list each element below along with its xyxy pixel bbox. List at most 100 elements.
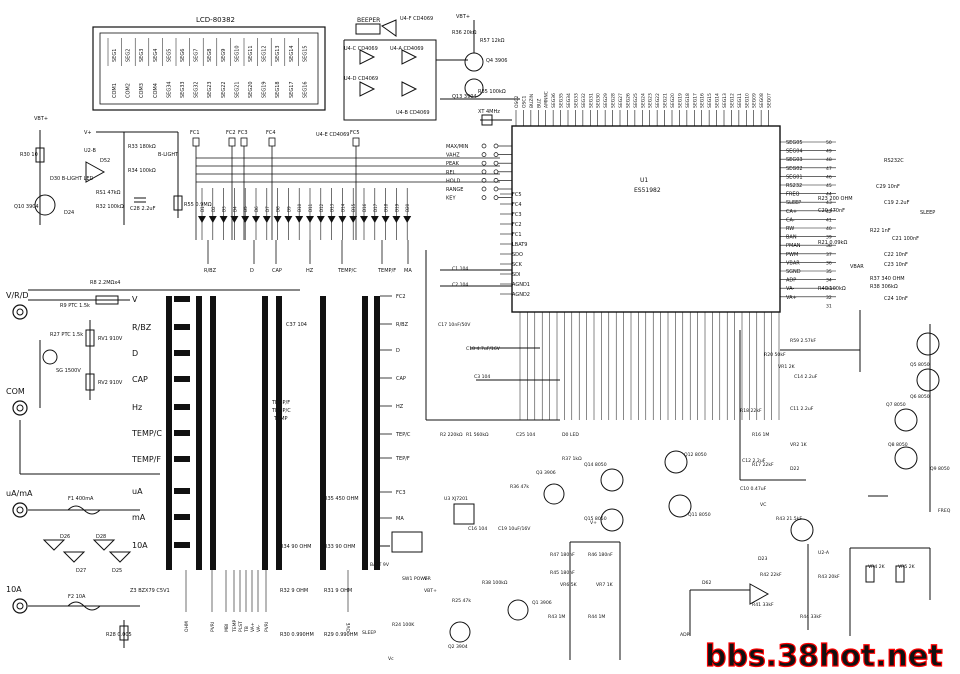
jack-connector-inner bbox=[16, 602, 24, 610]
function-label: TEMP/F bbox=[377, 268, 396, 274]
part-label: R21 0.09kΩ bbox=[818, 240, 847, 246]
gate-label: U4-C CD4069 bbox=[344, 46, 378, 52]
part-label: R2 220kΩ bbox=[440, 432, 463, 438]
part-label: C21 100nF bbox=[892, 236, 919, 242]
rotary-position-label: 10A bbox=[132, 541, 148, 550]
lcd-segment-label: SEG22 bbox=[221, 81, 227, 98]
part-label: Q15 8050 bbox=[584, 516, 607, 522]
ic-pin-label: VA+ bbox=[786, 295, 797, 301]
opamp-u2b bbox=[85, 161, 106, 183]
ic-pin-label: SEG15 bbox=[707, 93, 713, 108]
ic-pin-label: SEG34 bbox=[566, 93, 572, 108]
gate-label: U4-A CD4069 bbox=[390, 46, 424, 52]
gate-u4c bbox=[359, 49, 376, 65]
rotary-position-label: uA bbox=[132, 487, 143, 496]
lcd-segment-label: SEG21 bbox=[234, 81, 240, 98]
ic-name: U1 bbox=[640, 177, 648, 184]
part-label: C10 0.47uF bbox=[740, 486, 767, 492]
lcd-segment-label: SEG13 bbox=[275, 45, 281, 62]
part-label: C29 10nF bbox=[876, 184, 900, 190]
diode-label: D9 bbox=[286, 206, 291, 212]
ic-pin-label: BUZIN bbox=[529, 94, 535, 108]
part-label: VR1 2K bbox=[778, 364, 796, 370]
ic-pin-label: AMNNC bbox=[544, 91, 550, 108]
part-label: R29 0.990HM bbox=[324, 632, 358, 638]
part-label: C28 2.2uF bbox=[130, 206, 156, 212]
ic-pin-label: CA- bbox=[786, 217, 795, 223]
ic-pin-label: SEG28 bbox=[611, 93, 617, 108]
rotary-contact-pad bbox=[174, 456, 190, 462]
lcd-segment-label: SEG14 bbox=[289, 45, 295, 62]
spark-gap-sg bbox=[42, 349, 58, 365]
key-contact bbox=[481, 169, 487, 175]
part-label: C16 104 bbox=[468, 526, 487, 532]
part-label: TEMP/F bbox=[271, 400, 290, 406]
ic-pin-label: SEG04 bbox=[786, 149, 803, 155]
part-label: SLEEP bbox=[362, 630, 376, 636]
jack-connector bbox=[12, 400, 28, 416]
transistor-q11 bbox=[668, 494, 692, 518]
gate-label: U4-B CD4069 bbox=[396, 110, 430, 116]
rotary-pin-label: VA+ bbox=[250, 622, 256, 632]
key-contact bbox=[481, 178, 487, 183]
ic-pin-number: 42 bbox=[826, 209, 832, 215]
ic-right-pins: SEG05SEG04SEG03SEG02SEG01RS232FREQSLEEPC… bbox=[780, 140, 836, 309]
lcd-inner bbox=[99, 32, 319, 105]
ic-pin-label: SDO bbox=[512, 252, 523, 258]
part-label: VR4 2K bbox=[868, 564, 886, 570]
part-label: R47 180nF bbox=[550, 552, 575, 558]
rotary-parts: C37 104 TEMP/F TEMP/C TEMP R35 450 OHM R… bbox=[271, 322, 359, 638]
part-label: V+ bbox=[590, 520, 597, 526]
part-label: Z3 BZX79 C5V1 bbox=[130, 588, 170, 594]
diode-d27 bbox=[62, 551, 86, 563]
opamp-u2a bbox=[749, 583, 770, 605]
backlight-block bbox=[34, 130, 183, 225]
part-label: R1 560kΩ bbox=[466, 432, 489, 438]
part-label: R43 1M bbox=[548, 614, 565, 620]
part-label: VR2 1K bbox=[790, 442, 808, 448]
ic-pin-label: SGND bbox=[786, 269, 801, 275]
transistor-q7 bbox=[916, 332, 940, 356]
key-contact bbox=[481, 186, 487, 192]
part-label: R46 180nF bbox=[588, 552, 613, 558]
part-label: XT 4MHz bbox=[478, 109, 500, 115]
ic-pin-label: SEG18 bbox=[685, 93, 691, 108]
ic-pin-number: 36 bbox=[826, 260, 832, 266]
part-label: VC bbox=[760, 502, 766, 508]
diode-d25 bbox=[108, 551, 132, 563]
ic-pin-label: SEG29 bbox=[603, 93, 609, 108]
ic-pin-label: SEG35 bbox=[559, 93, 565, 108]
rotary-position-label: R/BZ bbox=[132, 323, 152, 332]
ic-pin-label: SEG23 bbox=[648, 93, 654, 108]
rotary-pin-label: TEMP bbox=[232, 620, 238, 633]
key-label: MAX/MIN bbox=[446, 144, 469, 150]
part-label: D22 bbox=[790, 466, 799, 472]
rotary-fc-label: MA bbox=[396, 516, 404, 522]
rotary-pin-label: VA- bbox=[256, 624, 262, 632]
rotary-fc-label: D bbox=[396, 348, 400, 354]
rotary-contact-pad bbox=[174, 404, 190, 410]
diode-label: D4 bbox=[232, 206, 237, 212]
ic-pin-number: 33 bbox=[826, 286, 832, 292]
ic-pin-number: 45 bbox=[826, 183, 832, 189]
diode-label: D5 bbox=[243, 206, 248, 212]
supply-label: VBT+ bbox=[34, 116, 48, 122]
part-label: R30 0.990HM bbox=[280, 632, 314, 638]
part-label: Q8 8050 bbox=[888, 442, 908, 448]
backlight-labels: R30 10 D30 B-LIGHT LED Q10 3904 D24 U2-B… bbox=[14, 116, 212, 216]
diode-d28 bbox=[92, 539, 116, 551]
jack-label: uA/mA bbox=[6, 489, 33, 498]
part-label: Q3 3906 bbox=[536, 470, 556, 476]
ic-pin-number: 50 bbox=[826, 140, 832, 146]
lcd-segment-label: SEG7 bbox=[194, 49, 200, 62]
ic-pin-number: 49 bbox=[826, 149, 832, 155]
rotary-contact-bar bbox=[262, 296, 268, 570]
diode-label: D20 bbox=[405, 203, 410, 212]
ic-pin-number: 48 bbox=[826, 157, 832, 163]
gate-u4d bbox=[359, 81, 376, 97]
